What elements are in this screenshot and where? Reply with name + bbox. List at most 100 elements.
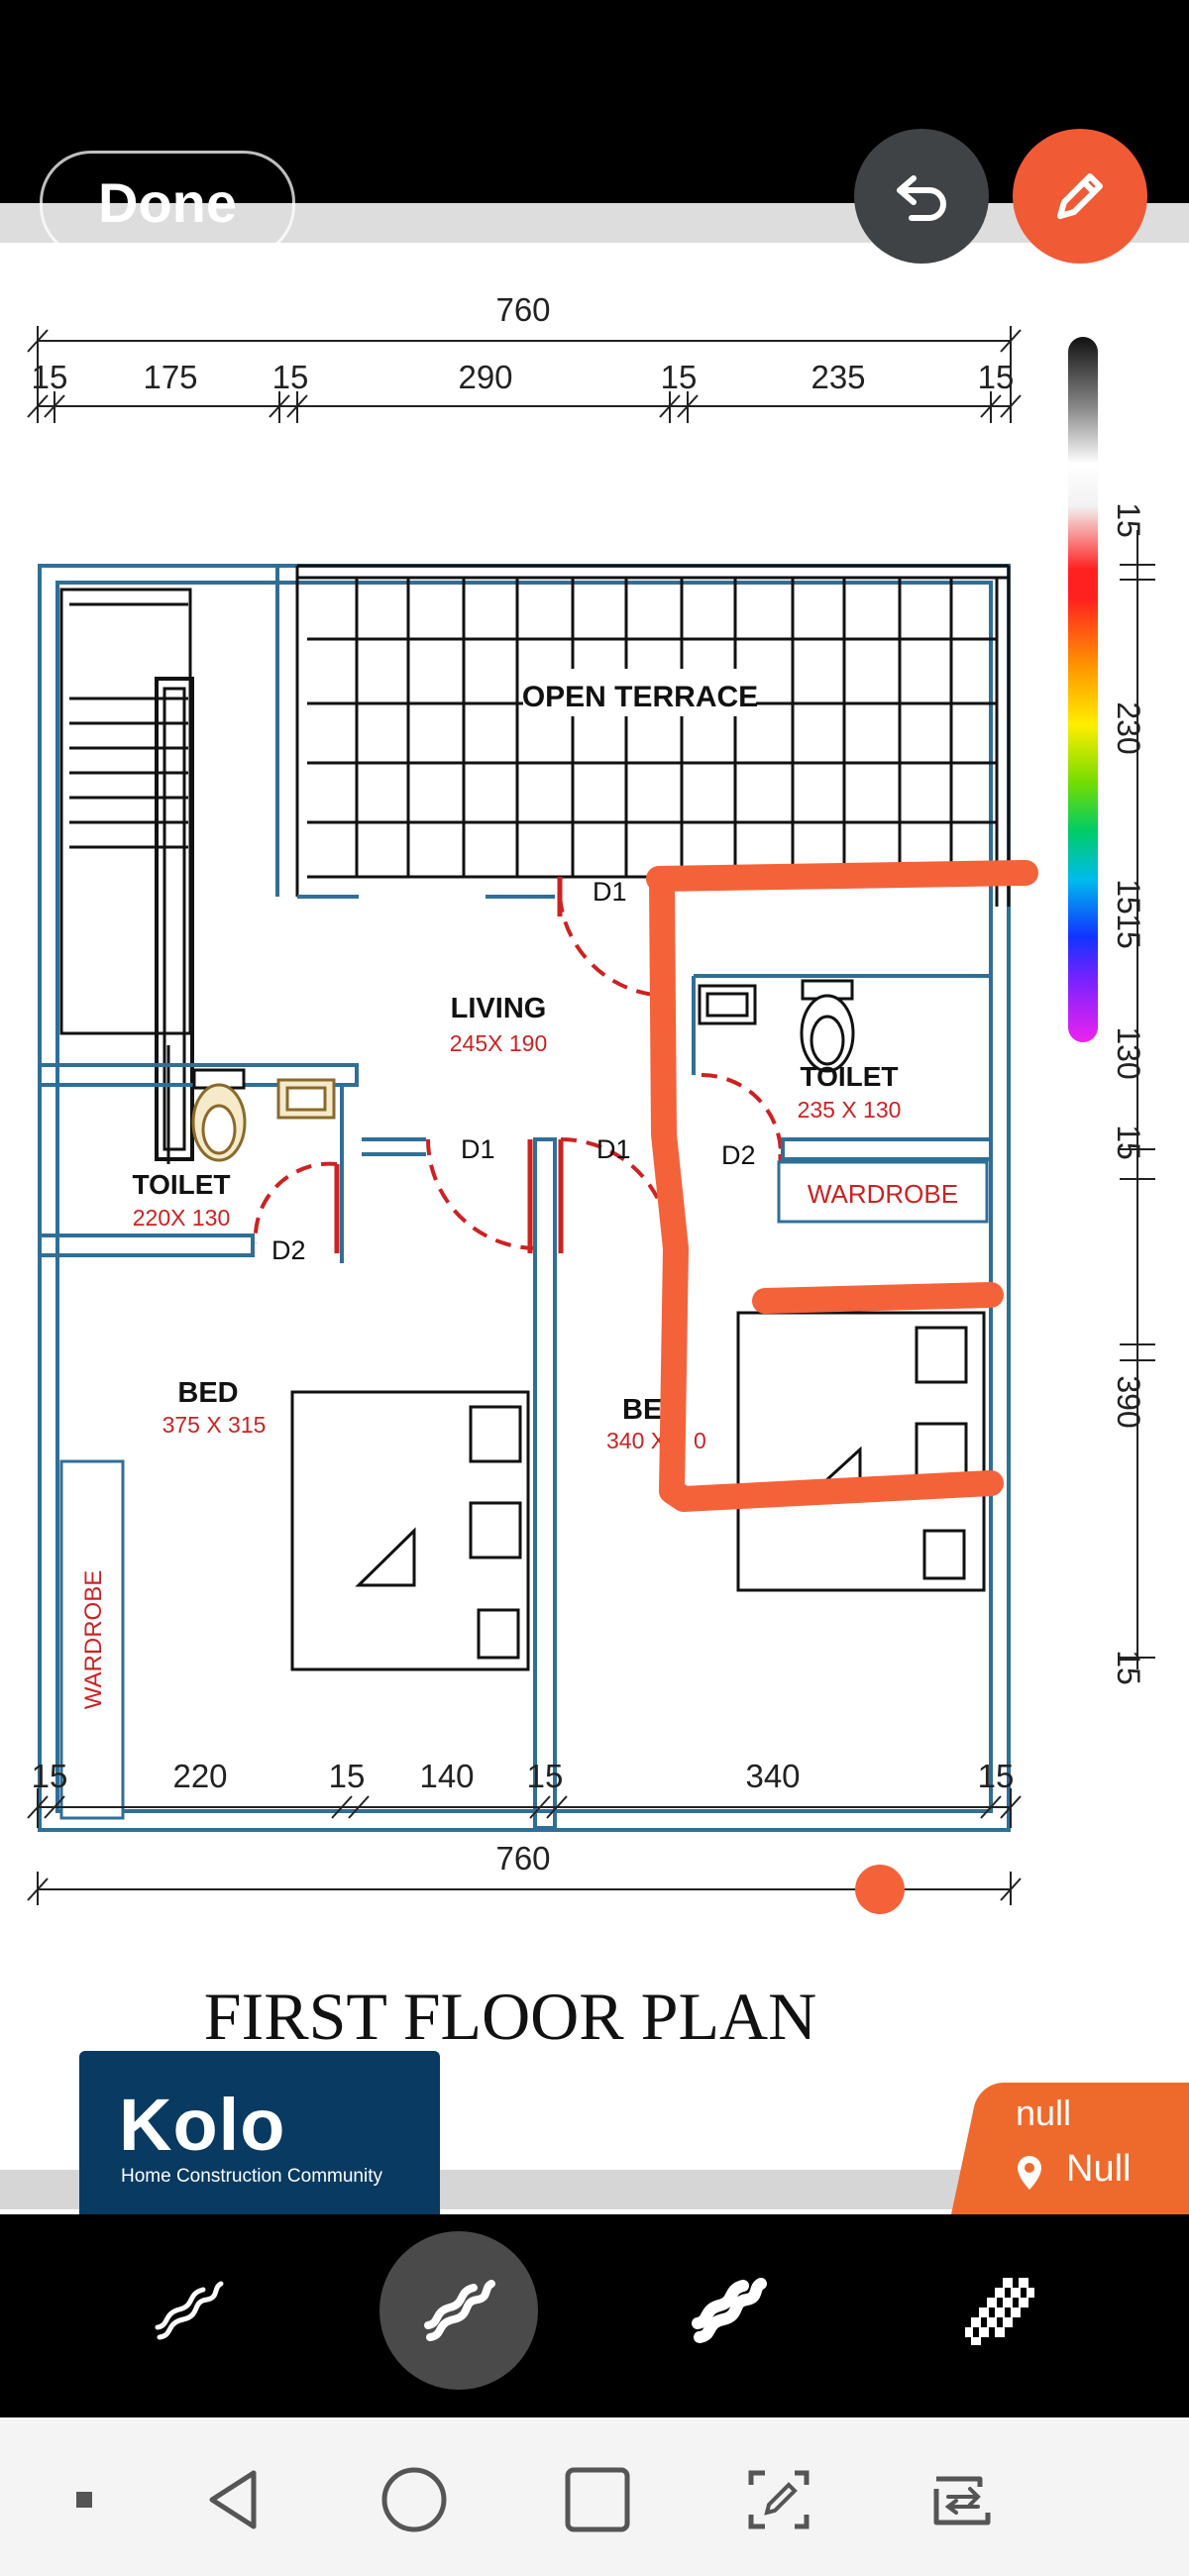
location-place: Null <box>1066 2148 1132 2190</box>
nav-home-button[interactable] <box>370 2455 459 2544</box>
pen-tool-button[interactable] <box>1013 129 1147 264</box>
back-icon <box>209 2470 257 2529</box>
annotation-strokes <box>646 860 1038 1512</box>
staircase <box>59 588 194 1164</box>
dim-label: 760 <box>495 291 550 328</box>
wardrobe-right-label: WARDROBE <box>808 1179 958 1209</box>
bed-right-size-tail: 0 <box>694 1428 706 1453</box>
door-label: D2 <box>721 1140 756 1170</box>
recents-icon <box>565 2467 630 2532</box>
bottom-dimension-lines <box>27 1788 1022 1905</box>
dim-label: 15 <box>978 359 1015 395</box>
brush-thick-button[interactable] <box>649 2231 808 2390</box>
dim-label: 15 <box>1111 1650 1146 1685</box>
door-label: D1 <box>461 1134 495 1164</box>
door-leafs <box>334 877 784 1253</box>
dim-label: 130 <box>1111 1026 1146 1079</box>
toilet-right-label: TOILET <box>800 1061 898 1092</box>
nav-screenshot-edit-button[interactable] <box>735 2455 824 2544</box>
system-navigation-bar <box>0 2417 1189 2576</box>
drawing-canvas[interactable]: 760 15 175 15 290 15 235 15 15 230 15 15… <box>0 203 1189 2214</box>
wardrobe-left <box>59 1459 125 1820</box>
brush-thin-button[interactable] <box>109 2231 268 2390</box>
toilet-right-fixtures <box>698 979 855 1073</box>
annotation-dot <box>855 1865 905 1914</box>
brush-toolbar <box>0 2214 1189 2417</box>
dim-label: 15 <box>1111 1125 1146 1160</box>
dim-label: 15 <box>329 1758 366 1794</box>
location-pin-icon <box>1018 2156 1041 2190</box>
living-size: 245X 190 <box>450 1030 547 1056</box>
undo-icon <box>897 175 946 221</box>
brush-medium-button[interactable] <box>379 2231 538 2390</box>
location-title: null <box>1016 2093 1072 2133</box>
door-labels: D1 D1 D1 D2 D2 <box>271 877 756 1265</box>
dim-label: 220 <box>172 1758 227 1794</box>
bed-left <box>290 1390 530 1671</box>
image-top-edge <box>0 203 1189 243</box>
right-dimension-lines <box>1120 530 1155 1669</box>
nav-dot-button[interactable] <box>40 2455 129 2544</box>
undo-button[interactable] <box>854 129 989 264</box>
dim-label: 290 <box>458 359 512 395</box>
top-dimension-labels: 760 15 175 15 290 15 235 15 <box>32 291 1015 395</box>
toilet-left-size: 220X 130 <box>133 1205 230 1231</box>
bed-right-label: BE <box>622 1394 662 1426</box>
toilet-right-size: 235 X 130 <box>798 1097 902 1123</box>
door-arcs <box>253 896 783 1250</box>
brush-thick-icon <box>692 2278 767 2343</box>
terrace-grid <box>295 564 1011 907</box>
dim-label: 15 <box>1111 913 1146 949</box>
top-bar <box>0 0 1189 203</box>
dim-label: 340 <box>745 1758 800 1794</box>
toilet-left-label: TOILET <box>132 1169 230 1200</box>
dim-label: 760 <box>495 1840 550 1877</box>
brush-mosaic-icon <box>965 2278 1034 2345</box>
dim-label: 15 <box>1111 502 1146 538</box>
dim-label: 15 <box>661 359 698 395</box>
door-label: D1 <box>593 877 627 907</box>
wardrobe-right <box>777 1160 989 1224</box>
living-label: LIVING <box>451 993 547 1024</box>
switch-app-icon <box>933 2476 991 2525</box>
pencil-icon <box>1057 173 1103 219</box>
brush-medium-icon <box>424 2280 495 2341</box>
kolo-watermark: Kolo Home Construction Community <box>79 2051 440 2214</box>
floor-plan-image: 760 15 175 15 290 15 235 15 15 230 15 15… <box>27 291 1155 2054</box>
nav-switch-app-button[interactable] <box>918 2455 1007 2544</box>
nav-recents-button[interactable] <box>553 2455 642 2544</box>
terrace-label-bg <box>523 669 756 716</box>
color-picker-slider[interactable] <box>1068 337 1098 1042</box>
dim-label: 175 <box>143 359 197 395</box>
home-icon <box>381 2467 447 2532</box>
dim-label: 15 <box>32 359 68 395</box>
bed-right-size: 340 X <box>606 1428 666 1453</box>
wardrobe-left-label: WARDROBE <box>80 1570 107 1709</box>
dim-label: 15 <box>1111 879 1146 914</box>
brush-mosaic-button[interactable] <box>919 2231 1077 2390</box>
nav-back-button[interactable] <box>188 2455 277 2544</box>
door-label: D2 <box>271 1235 306 1265</box>
door-label: D1 <box>596 1134 631 1164</box>
dim-label: 235 <box>811 359 865 395</box>
dim-label: 15 <box>527 1758 564 1794</box>
right-dimension-labels: 15 230 15 15 130 15 390 15 <box>1111 502 1146 1685</box>
screenshot-edit-icon <box>748 2470 810 2529</box>
bed-right <box>736 1311 986 1592</box>
bottom-dimension-labels: 15 220 15 140 15 340 15 760 <box>32 1758 1015 1877</box>
bed-left-label: BED <box>177 1377 238 1409</box>
dim-label: 140 <box>419 1758 474 1794</box>
dot-icon <box>76 2492 92 2508</box>
done-button[interactable]: Done <box>40 151 295 258</box>
bed-left-size: 375 X 315 <box>162 1412 267 1438</box>
top-dimension-lines <box>27 326 1022 423</box>
dim-label: 15 <box>978 1758 1015 1794</box>
dim-label: 230 <box>1111 701 1146 754</box>
plan-title: FIRST FLOOR PLAN <box>204 1979 816 2054</box>
dim-label: 15 <box>32 1758 68 1794</box>
brush-thin-icon <box>155 2281 224 2340</box>
terrace-label: OPEN TERRACE <box>522 681 758 713</box>
dim-label: 390 <box>1111 1375 1146 1428</box>
brand-tagline: Home Construction Community <box>121 2166 382 2187</box>
toilet-left-fixtures <box>191 1068 336 1162</box>
